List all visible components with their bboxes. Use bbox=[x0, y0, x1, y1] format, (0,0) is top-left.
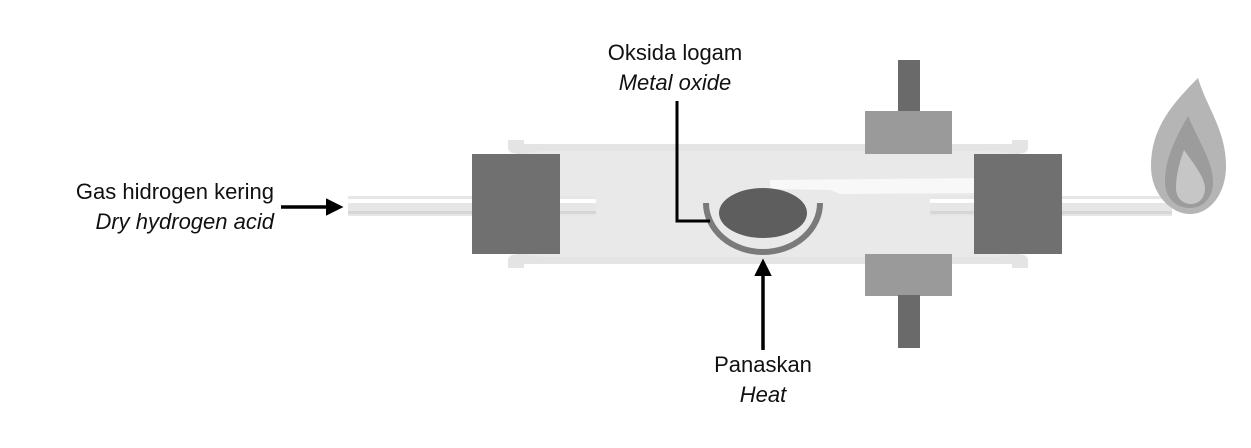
metal-oxide-sample bbox=[719, 188, 807, 238]
oxide-label-english: Metal oxide bbox=[619, 70, 732, 95]
gas-label-english: Dry hydrogen acid bbox=[95, 209, 274, 234]
retort-clamp bbox=[865, 60, 952, 348]
flame-icon bbox=[1151, 78, 1226, 214]
metal-oxide-leader-line bbox=[675, 101, 710, 223]
heat-label-malay: Panaskan bbox=[714, 352, 812, 377]
heat-label-english: Heat bbox=[740, 382, 787, 407]
gas-label-malay: Gas hidrogen kering bbox=[76, 179, 274, 204]
right-stopper bbox=[974, 154, 1062, 254]
left-stopper bbox=[472, 154, 560, 254]
combustion-boat bbox=[703, 202, 823, 255]
oxide-label-malay: Oksida logam bbox=[608, 40, 743, 65]
